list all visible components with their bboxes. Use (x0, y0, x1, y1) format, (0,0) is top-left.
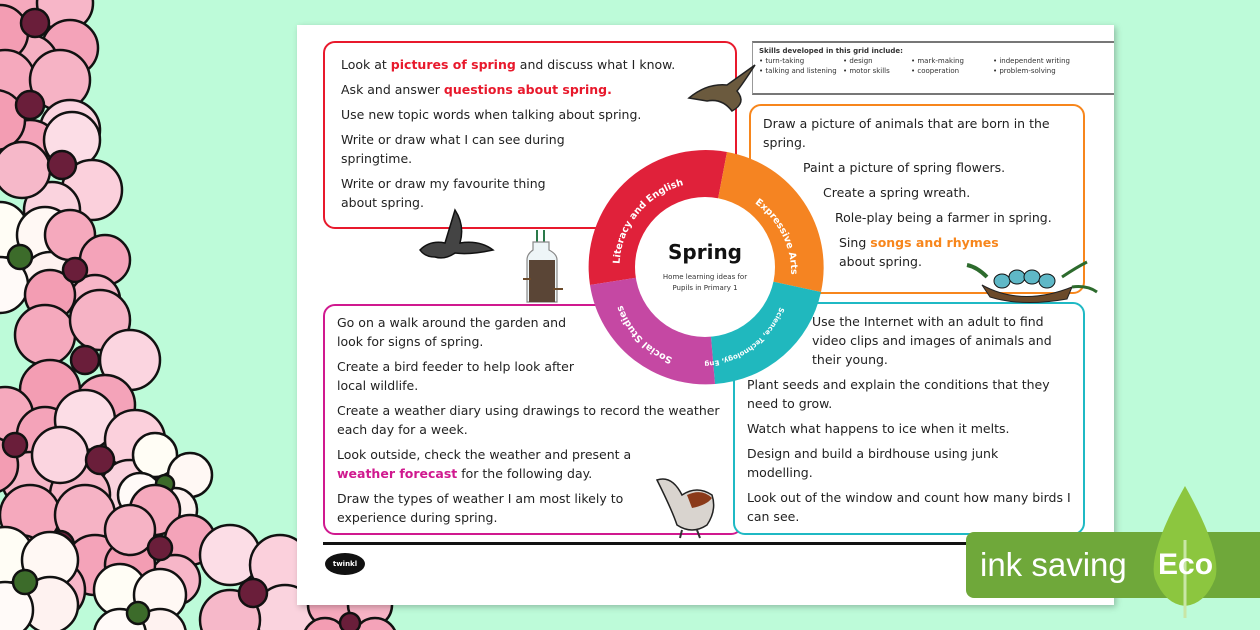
skill-item: problem-solving (993, 66, 1103, 76)
nest-with-eggs-icon (966, 260, 1098, 304)
activity-item: Paint a picture of spring flowers. (803, 160, 1006, 175)
skill-item: turn-taking (759, 56, 843, 66)
activity-item: Use new topic words when talking about s… (341, 107, 642, 122)
skills-title: Skills developed in this grid include: (759, 47, 903, 55)
activity-item: Create a weather diary using drawings to… (337, 403, 720, 437)
activity-item: Draw a picture of animals that are born … (763, 116, 1050, 150)
wheel-title: Spring (668, 240, 742, 264)
activity-item: Ask and answer questions about spring. (341, 82, 612, 97)
skill-item: talking and listening (759, 66, 843, 76)
flower-border-decoration (0, 0, 420, 630)
skill-item: cooperation (911, 66, 993, 76)
activity-item: Write or draw my favourite thing about s… (341, 176, 546, 210)
ink-saving-text: ink saving (980, 546, 1127, 583)
activity-item: Role-play being a farmer in spring. (835, 210, 1052, 225)
flying-bird-icon (419, 208, 495, 259)
activity-item: Watch what happens to ice when it melts. (747, 421, 1010, 436)
skill-item: mark-making (911, 56, 993, 66)
bird-feeder-icon (523, 230, 563, 303)
leaf-icon (1153, 486, 1217, 618)
wheel-subtitle: Home learning ideas for (663, 273, 747, 281)
footer-rule (323, 542, 1114, 545)
skill-item: motor skills (843, 66, 911, 76)
skill-item: design (843, 56, 911, 66)
activity-item: Create a spring wreath. (823, 185, 971, 200)
twinkl-logo: twinkl (325, 553, 365, 575)
activity-item: Look at pictures of spring and discuss w… (341, 57, 676, 72)
activity-item: Look out of the window and count how man… (747, 490, 1071, 524)
sparrow-bird-icon (655, 478, 715, 539)
skills-panel: Skills developed in this grid include: t… (752, 41, 1114, 95)
swallow-bird-icon (687, 64, 756, 112)
eco-label: Eco (1158, 548, 1214, 581)
activity-item: Use the Internet with an adult to find v… (812, 314, 1052, 367)
activity-item: Go on a walk around the garden and look … (337, 315, 567, 349)
spring-topic-wheel: Literacy and English Expressive Arts Sci… (575, 137, 824, 385)
skill-item: independent writing (993, 56, 1103, 66)
activity-item: Create a bird feeder to help look after … (337, 359, 574, 393)
activity-item: Plant seeds and explain the conditions t… (747, 377, 1050, 411)
activity-item: Look outside, check the weather and pres… (337, 447, 632, 481)
activity-grid-sheet: Skills developed in this grid include: t… (297, 25, 1114, 605)
expressive-arts-activities-box: Draw a picture of animals that are born … (749, 104, 1085, 294)
wheel-subtitle: Pupils in Primary 1 (672, 284, 737, 292)
activity-item: Design and build a birdhouse using junk … (747, 446, 999, 480)
activity-item: Sing songs and rhymes about spring. (839, 235, 999, 269)
blossom-illustration-icon (0, 0, 396, 630)
activity-item: Draw the types of weather I am most like… (337, 491, 624, 525)
activity-item: Write or draw what I can see during spri… (341, 132, 565, 166)
